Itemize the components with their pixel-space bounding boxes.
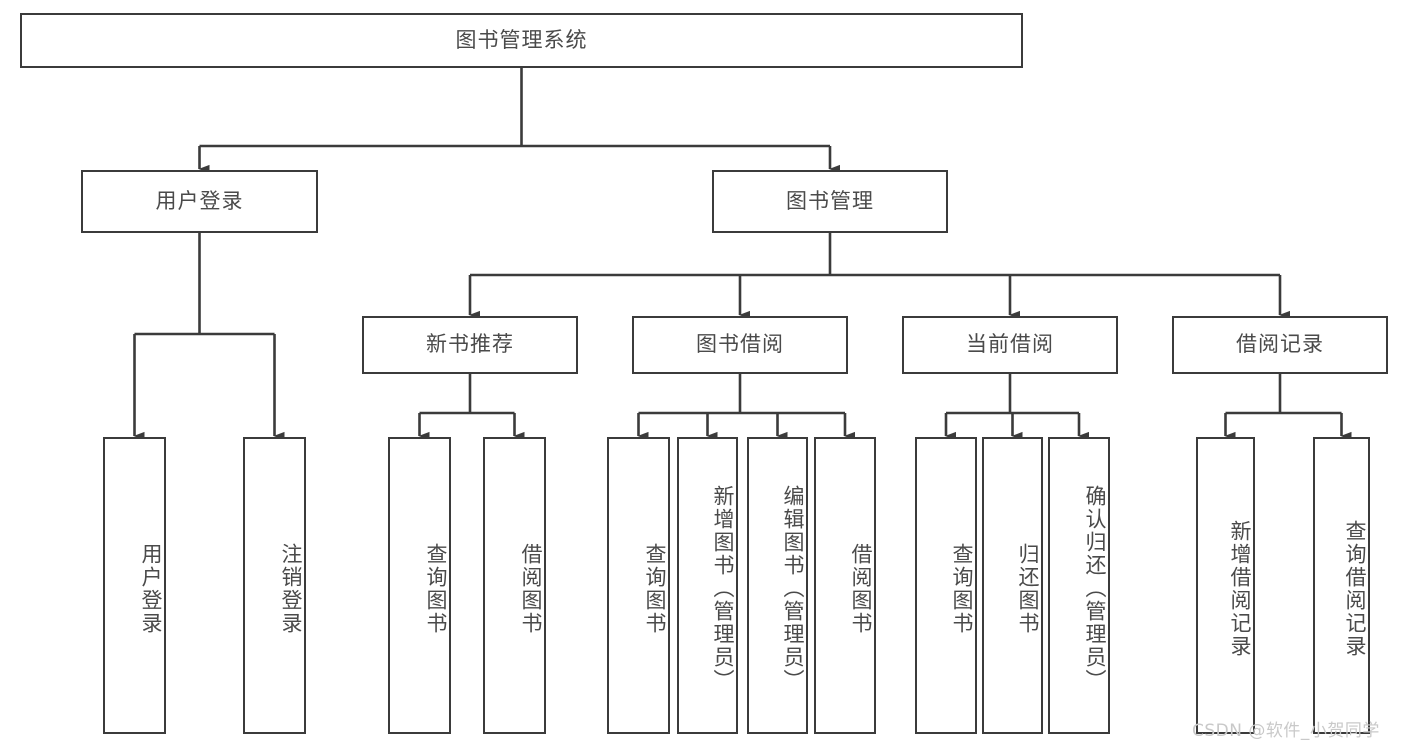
node-label: 新书推荐 xyxy=(426,332,514,357)
watermark-text: CSDN @软件_小贺同学 xyxy=(1192,721,1380,741)
node-leaf-add-book-admin[interactable]: 新增图书（管理员） xyxy=(677,437,738,734)
node-label: 新增图书（管理员） xyxy=(711,485,735,692)
node-leaf-query-book-2[interactable]: 查询图书 xyxy=(607,437,670,734)
node-label: 确认归还（管理员） xyxy=(1083,485,1107,692)
node-leaf-logout[interactable]: 注销登录 xyxy=(243,437,306,734)
node-label: 图书管理系统 xyxy=(455,27,588,52)
node-label: 用户登录 xyxy=(139,542,163,635)
node-label: 图书管理 xyxy=(786,188,874,213)
node-label: 借阅图书 xyxy=(849,542,873,635)
node-new-book-recommend[interactable]: 新书推荐 xyxy=(362,316,578,374)
node-label: 新增借阅记录 xyxy=(1228,519,1252,658)
node-label: 归还图书 xyxy=(1016,542,1040,635)
node-leaf-query-book-3[interactable]: 查询图书 xyxy=(915,437,977,734)
node-label: 注销登录 xyxy=(279,542,303,635)
node-label: 借阅记录 xyxy=(1236,332,1324,357)
node-label: 用户登录 xyxy=(155,188,244,213)
node-leaf-query-book-1[interactable]: 查询图书 xyxy=(388,437,451,734)
node-label: 借阅图书 xyxy=(519,542,543,635)
node-leaf-borrow-book-2[interactable]: 借阅图书 xyxy=(814,437,876,734)
node-label: 当前借阅 xyxy=(966,332,1054,357)
node-label: 查询图书 xyxy=(950,542,974,635)
node-root[interactable]: 图书管理系统 xyxy=(20,13,1023,68)
node-book-manage[interactable]: 图书管理 xyxy=(712,170,948,233)
node-label: 查询图书 xyxy=(424,542,448,635)
node-leaf-return-book[interactable]: 归还图书 xyxy=(982,437,1043,734)
node-leaf-borrow-book-1[interactable]: 借阅图书 xyxy=(483,437,546,734)
node-leaf-edit-book-admin[interactable]: 编辑图书（管理员） xyxy=(747,437,808,734)
node-leaf-add-borrow-record[interactable]: 新增借阅记录 xyxy=(1196,437,1255,734)
node-borrow-record[interactable]: 借阅记录 xyxy=(1172,316,1388,374)
node-leaf-query-borrow-record[interactable]: 查询借阅记录 xyxy=(1313,437,1370,734)
node-current-borrow[interactable]: 当前借阅 xyxy=(902,316,1118,374)
node-label: 图书借阅 xyxy=(696,332,784,357)
node-label: 编辑图书（管理员） xyxy=(781,485,805,692)
node-book-borrow[interactable]: 图书借阅 xyxy=(632,316,848,374)
node-leaf-user-login[interactable]: 用户登录 xyxy=(103,437,166,734)
node-leaf-confirm-return-admin[interactable]: 确认归还（管理员） xyxy=(1048,437,1110,734)
node-label: 查询图书 xyxy=(643,542,667,635)
node-user-login[interactable]: 用户登录 xyxy=(81,170,318,233)
node-label: 查询借阅记录 xyxy=(1343,519,1367,658)
